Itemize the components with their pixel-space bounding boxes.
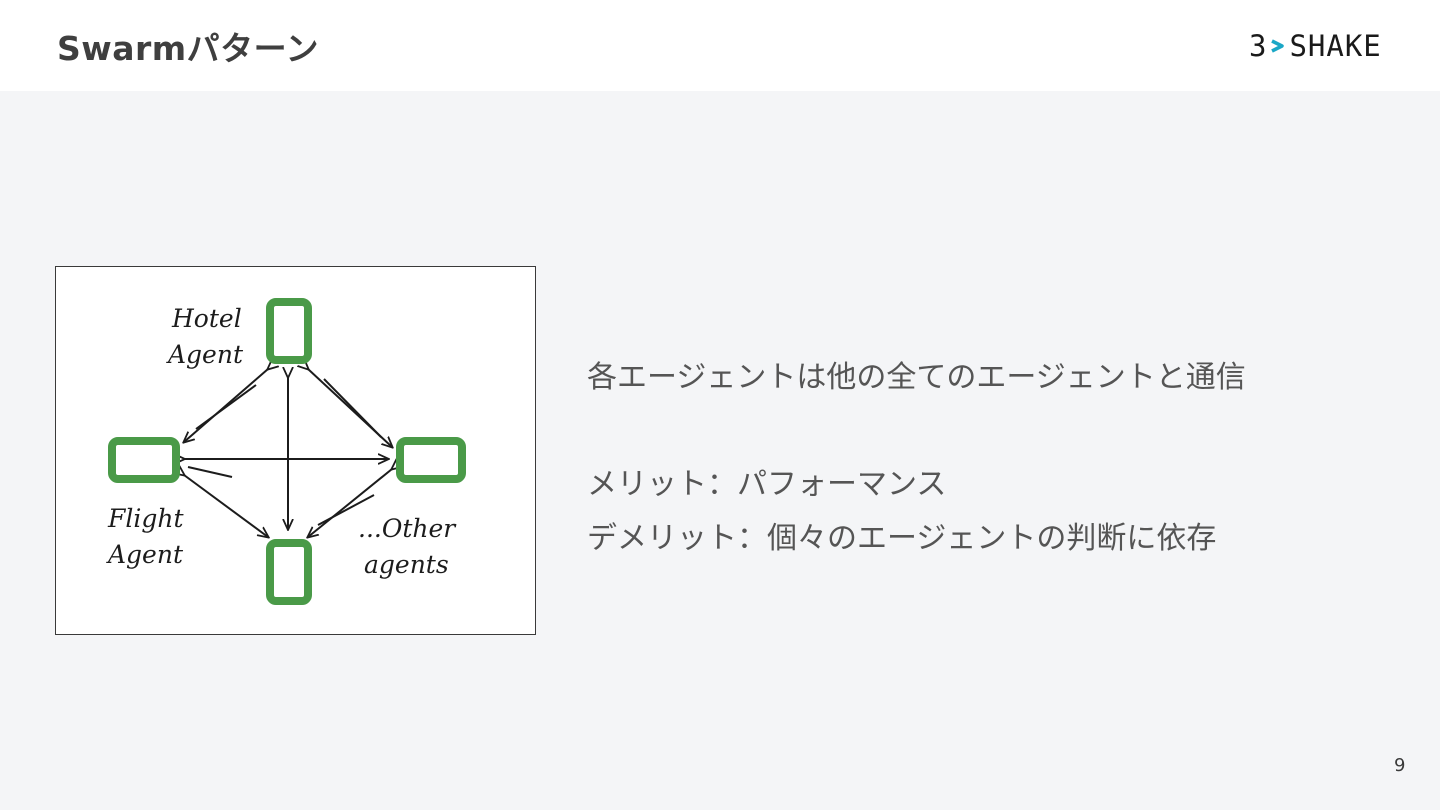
logo-text-left: 3 [1249,29,1268,63]
hotel-agent-label-line2: Agent [168,340,243,369]
other-agents-label-line1: ...Other [358,514,456,543]
arrow-right-bottom [308,469,392,537]
page-number: 9 [1394,755,1406,776]
hotel-agent-box [266,298,312,364]
agent-boxes [108,298,466,605]
flight-agent-label: Flight Agent [108,501,184,573]
hotel-agent-label: Hotel Agent [168,301,243,373]
slide-header: Swarmパターン 3 SHAKE [0,0,1440,91]
merit-line: メリット：パフォーマンス [587,467,947,502]
arrow-top-left [184,369,268,442]
connection-arrows [184,369,392,537]
arrow-left-bottom [184,475,268,537]
flight-agent-label-line1: Flight [108,504,184,533]
company-logo: 3 SHAKE [1249,28,1382,64]
bottom-agent-box [266,539,312,605]
hotel-agent-label-line1: Hotel [172,304,242,333]
flight-agent-box [108,437,180,483]
swarm-diagram-drawing [108,298,466,605]
other-agents-label-line2: agents [364,550,449,579]
other-agent-box [396,437,466,483]
logo-chevron-icon [1271,39,1285,53]
demerit-line: デメリット：個々のエージェントの判断に依存 [587,521,1217,556]
description-line: 各エージェントは他の全てのエージェントと通信 [587,360,1246,395]
flight-agent-label-line2: Agent [108,540,183,569]
slide-title: Swarmパターン [57,29,320,68]
other-agents-label: ...Other agents [358,511,455,583]
logo-text-right: SHAKE [1289,29,1382,63]
swarm-diagram: Hotel Agent Flight Agent ...Other agents [55,266,536,635]
